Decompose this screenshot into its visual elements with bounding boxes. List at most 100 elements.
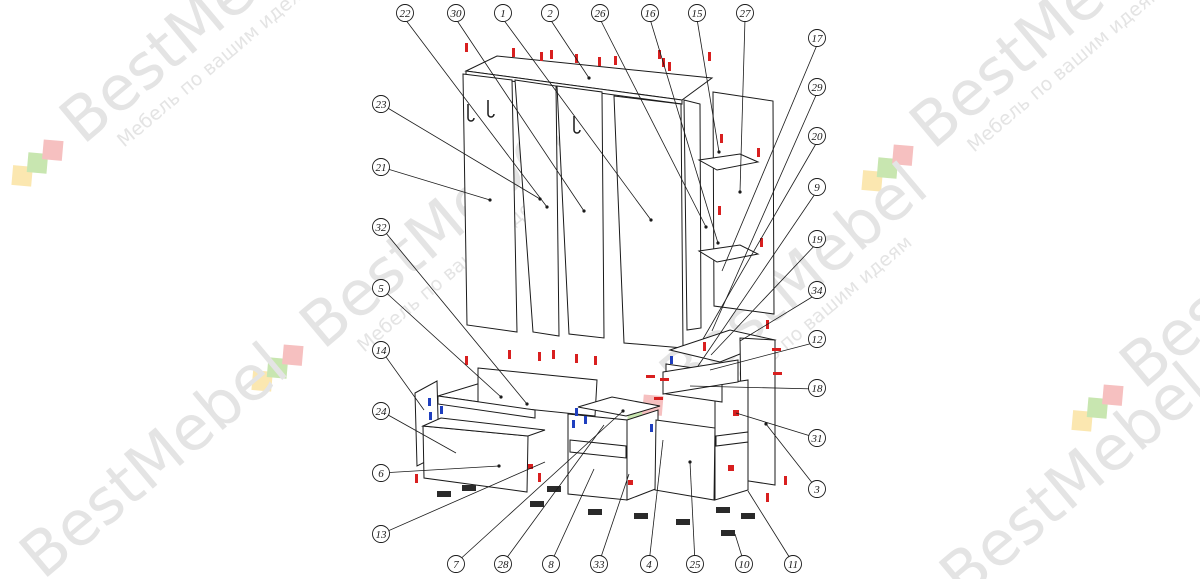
callout-circle xyxy=(641,4,659,22)
callout-label: 24 xyxy=(376,406,388,418)
callout-circle xyxy=(372,525,390,543)
watermark-5: BestMebel xyxy=(6,328,301,584)
callout-circle xyxy=(686,555,704,573)
foot-10 xyxy=(721,530,735,536)
upper-shelf xyxy=(697,153,760,171)
watermark-7: BestMebel xyxy=(926,348,1200,584)
callout-16: 16 xyxy=(641,4,659,22)
callout-label: 16 xyxy=(645,8,657,20)
callout-circle xyxy=(735,555,753,573)
callout-label: 7 xyxy=(453,559,459,571)
callout-7: 7 xyxy=(447,555,465,573)
leader-dots xyxy=(488,76,768,468)
callout-circle xyxy=(688,4,706,22)
callout-18: 18 xyxy=(808,379,826,397)
callout-21: 21 xyxy=(372,158,390,176)
cabinet-drawer-front xyxy=(662,359,739,395)
callout-label: 21 xyxy=(376,162,387,174)
fastener-marks xyxy=(428,356,673,432)
callout-25: 25 xyxy=(686,555,704,573)
callout-circle xyxy=(808,78,826,96)
cube-side xyxy=(626,409,659,501)
callout-17: 17 xyxy=(808,29,826,47)
callout-label: 14 xyxy=(376,345,388,357)
callout-label: 12 xyxy=(812,334,824,346)
callout-circle xyxy=(396,4,414,22)
svg-text:BestMebel: BestMebel xyxy=(1106,138,1200,402)
callout-24: 24 xyxy=(372,402,390,420)
callout-32: 32 xyxy=(372,218,390,236)
callout-label: 28 xyxy=(498,559,510,571)
back-panel-4 xyxy=(613,95,684,349)
callout-label: 23 xyxy=(376,99,388,111)
hook-2 xyxy=(487,100,495,118)
foot-8 xyxy=(716,507,730,513)
callout-label: 3 xyxy=(813,484,820,496)
callout-label: 18 xyxy=(812,383,824,395)
callout-circle xyxy=(494,4,512,22)
callout-15: 15 xyxy=(688,4,706,22)
callout-label: 4 xyxy=(646,559,652,571)
right-back-panel xyxy=(712,91,775,315)
callout-23: 23 xyxy=(372,95,390,113)
top-crown-board-edge xyxy=(465,70,683,105)
callout-2: 2 xyxy=(541,4,559,22)
callout-label: 2 xyxy=(547,8,553,20)
hooks xyxy=(467,100,581,134)
callout-34: 34 xyxy=(808,281,826,299)
callout-circle xyxy=(808,29,826,47)
callout-circle xyxy=(808,281,826,299)
callout-label: 11 xyxy=(788,559,798,571)
callout-label: 20 xyxy=(812,131,824,143)
hook-3 xyxy=(573,116,581,134)
callout-label: 6 xyxy=(378,468,384,480)
callout-12: 12 xyxy=(808,330,826,348)
callout-28: 28 xyxy=(494,555,512,573)
callout-5: 5 xyxy=(372,279,390,297)
bench-drawer-front xyxy=(422,425,529,493)
callout-circle xyxy=(447,4,465,22)
foot-9 xyxy=(741,513,755,519)
callout-20: 20 xyxy=(808,127,826,145)
callout-label: 13 xyxy=(376,529,388,541)
callout-label: 15 xyxy=(692,8,704,20)
bench-back-rail xyxy=(477,367,598,417)
foot-2 xyxy=(462,485,476,491)
furniture-parts xyxy=(414,55,777,501)
callout-label: 27 xyxy=(740,8,752,20)
callout-circle xyxy=(372,95,390,113)
callout-label: 33 xyxy=(593,559,606,571)
callout-27: 27 xyxy=(736,4,754,22)
callout-circle xyxy=(808,429,826,447)
cube-shelf xyxy=(569,439,627,459)
callout-circle xyxy=(372,402,390,420)
cabinet-front-door xyxy=(654,419,716,501)
callout-3: 3 xyxy=(808,480,826,498)
callout-label: 29 xyxy=(812,82,824,94)
callout-circle xyxy=(784,555,802,573)
callout-circle xyxy=(808,480,826,498)
callout-label: 30 xyxy=(450,8,463,20)
callout-circle xyxy=(590,555,608,573)
callout-circle xyxy=(541,4,559,22)
callout-1: 1 xyxy=(494,4,512,22)
callout-circle xyxy=(640,555,658,573)
callout-label: 34 xyxy=(811,285,824,297)
leader-lines xyxy=(380,18,818,564)
callout-10: 10 xyxy=(735,555,753,573)
callout-circle xyxy=(591,4,609,22)
cube-top xyxy=(577,396,661,417)
cabinet-inner-shelf xyxy=(715,431,749,447)
callout-circle xyxy=(372,464,390,482)
callout-26: 26 xyxy=(591,4,609,22)
foot-7 xyxy=(676,519,690,525)
callout-circle xyxy=(808,379,826,397)
hook-1 xyxy=(467,104,475,122)
callout-9: 9 xyxy=(808,178,826,196)
callout-label: 25 xyxy=(690,559,702,571)
back-panel-1 xyxy=(462,73,518,333)
callout-label: 8 xyxy=(548,559,554,571)
back-panel-3 xyxy=(556,85,605,339)
callout-31: 31 xyxy=(808,429,826,447)
